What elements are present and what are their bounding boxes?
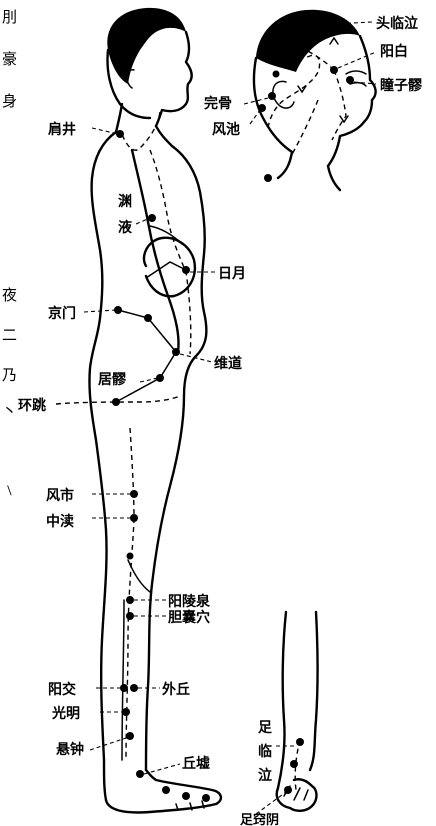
point-head-c: [275, 37, 282, 44]
margin-char: 身: [2, 92, 17, 110]
point-huantiao: [112, 398, 120, 406]
point-foot-a: [296, 738, 304, 746]
margin-char: 刖: [2, 8, 17, 26]
margin-char: 二: [2, 326, 17, 344]
labels: 肩井 渊 液 日月 京门 维道 居髎 环跳 风市 中渎 阳陵泉 胆囊穴 阳交 外…: [18, 15, 423, 826]
point-guangming: [122, 708, 130, 716]
label-yanglingquan: 阳陵泉: [168, 593, 211, 610]
label-zulinqi-1: 足: [258, 720, 273, 736]
meridian-torso: [150, 150, 191, 354]
point-dannangxue: [126, 612, 134, 620]
leader-jianjing: [92, 128, 118, 134]
inset-ear: [273, 81, 294, 108]
point-head-b: [297, 43, 304, 50]
margin-char: ﹨: [2, 480, 17, 498]
point-xuanzhong: [126, 732, 134, 740]
label-tongziliao: 瞳子髎: [380, 77, 423, 94]
label-toulinqi: 头临泣: [376, 15, 418, 32]
label-huantiao: 环跳: [18, 397, 46, 414]
inset-foot: [290, 779, 317, 811]
leader-yangbai: [338, 52, 376, 68]
arm-outline: [132, 150, 179, 352]
body-figure: [89, 8, 220, 813]
label-fengchi: 风池: [212, 121, 240, 138]
label-zuqiaoyin: 足窍阴: [240, 812, 279, 826]
point-foot-3: [202, 794, 210, 802]
point-wangu: [268, 92, 276, 100]
margin-char: 丶: [2, 402, 17, 420]
margin-char: 豪: [2, 50, 17, 68]
acupoint-connectors: [116, 262, 186, 402]
point-jianjing: [116, 130, 124, 138]
label-yangbai: 阳白: [380, 43, 408, 60]
label-wangu: 完骨: [204, 95, 232, 112]
inset-neck: [278, 152, 340, 190]
point-riyue: [182, 266, 190, 274]
leader-fengchi: [250, 110, 260, 124]
label-dannangxue: 胆囊穴: [168, 609, 210, 626]
point-waiqiu: [130, 684, 138, 692]
margin-char: 乃: [2, 366, 17, 384]
inset-hair: [256, 10, 360, 72]
calf-line: [122, 600, 124, 760]
point-waist: [144, 314, 152, 322]
label-yuanye-2: 液: [118, 219, 133, 236]
point-head-e: [273, 71, 280, 78]
point-yanglingquan: [126, 596, 134, 604]
point-neck: [264, 174, 272, 182]
label-waiqiu: 外丘: [162, 681, 190, 698]
label-fengshi: 风市: [46, 487, 74, 504]
leader-xuanzhong: [90, 738, 126, 750]
point-toulinqi: [290, 22, 298, 30]
hair: [107, 8, 186, 84]
point-zhongdu: [130, 514, 138, 522]
point-foot-2: [182, 792, 190, 800]
point-head-a: [318, 32, 326, 40]
point-yangbai: [330, 66, 338, 74]
point-zulinqi: [290, 760, 298, 768]
back-outline: [89, 132, 116, 800]
point-foot-1: [162, 786, 170, 794]
label-jianjing: 肩井: [48, 121, 76, 138]
label-qiuxu: 丘墟: [182, 755, 210, 772]
connector-riyue: [146, 262, 186, 278]
margin-char: 夜: [2, 286, 17, 304]
leader-lines: [84, 22, 376, 814]
label-guangming: 光明: [51, 705, 80, 722]
connector-jingmen-juliao: [116, 310, 176, 402]
label-weidao: 维道: [214, 355, 242, 372]
point-qiuxu: [136, 770, 144, 778]
label-yuanye-1: 渊: [118, 193, 132, 210]
label-xuanzhong: 悬钟: [55, 741, 84, 758]
label-zhongdu: 中渎: [46, 513, 74, 530]
label-zulinqi-2: 临: [258, 743, 272, 760]
point-fengshi: [130, 490, 138, 498]
point-knee: [127, 553, 134, 560]
label-riyue: 日月: [218, 266, 246, 282]
label-yangjiao: 阳交: [48, 681, 76, 698]
point-yangjiao: [120, 684, 128, 692]
point-head-d: [265, 55, 272, 62]
point-tongziliao: [346, 76, 354, 84]
label-zulinqi-3: 泣: [258, 767, 272, 784]
margin-text: 刖 豪 身 夜 二 乃 丶 ﹨: [2, 8, 17, 498]
label-jingmen: 京门: [48, 305, 76, 322]
point-weidao: [172, 348, 180, 356]
foot-inset: [277, 612, 318, 811]
label-juliao: 居髎: [98, 371, 127, 388]
